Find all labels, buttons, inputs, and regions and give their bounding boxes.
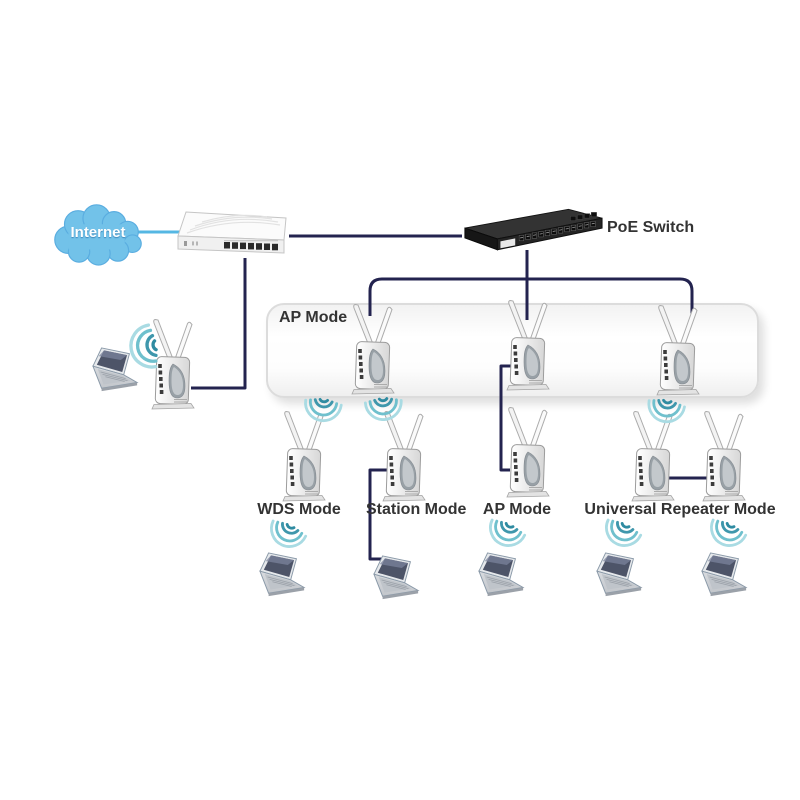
poe-switch-device-icon	[458, 206, 606, 260]
line-ap2-lower-ap	[499, 364, 512, 472]
ap-group-ap-3-icon	[647, 301, 707, 396]
universal-repeater-mode-label: Universal Repeater Mode	[578, 501, 782, 519]
laptop-ur-2-icon	[696, 552, 754, 600]
wds-mode-label-text: WDS Mode	[257, 501, 341, 518]
ap-group-ap-1-icon	[342, 300, 402, 395]
line-router-standalone-ap	[191, 258, 247, 390]
poe-switch-label: PoE Switch	[607, 219, 695, 236]
laptop-ur-1-icon	[591, 552, 649, 600]
ap-mode-label: AP Mode	[467, 501, 567, 519]
laptop-station-icon	[368, 555, 426, 603]
station-mode-label-text: Station Mode	[366, 501, 467, 518]
laptop-ap-icon	[473, 552, 531, 600]
wds-mode-label: WDS Mode	[249, 501, 349, 519]
universal-repeater-ap-2-icon	[693, 407, 753, 502]
ap-group-ap-2-icon	[497, 296, 557, 391]
internet-label: Internet	[70, 224, 126, 241]
station-mode-label: Station Mode	[366, 501, 466, 519]
ap-mode-ap-icon	[497, 403, 557, 498]
ap-mode-box-label: AP Mode	[279, 309, 348, 326]
line-station-laptop	[368, 468, 387, 561]
wifi-signal-station-link-icon	[360, 393, 408, 430]
router-device-icon	[172, 208, 294, 262]
wifi-signal-wds-link-icon	[297, 393, 347, 433]
laptop-wds-icon	[254, 552, 312, 600]
line-poe-bus	[368, 277, 694, 318]
ap-mode-label-text: AP Mode	[482, 501, 552, 518]
universal-repeater-mode-label-text: Universal Repeater Mode	[584, 501, 776, 518]
